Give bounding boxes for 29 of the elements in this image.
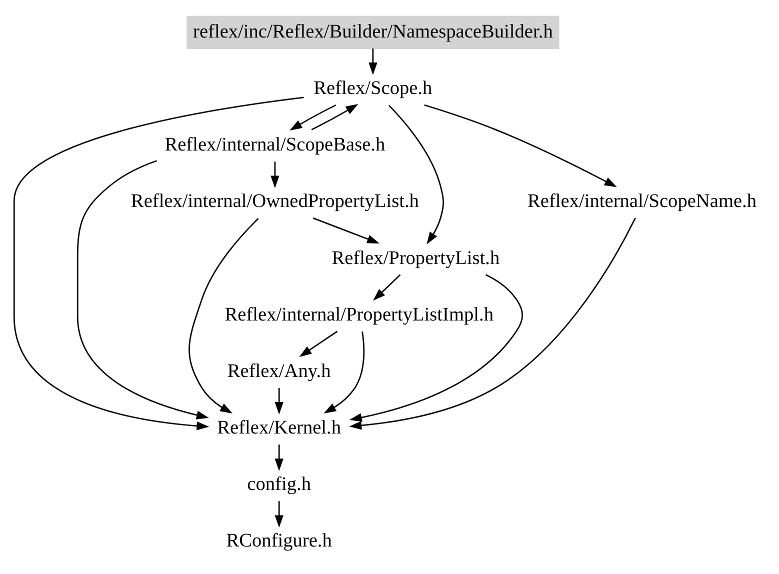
node-text: Reflex/PropertyList.h (332, 248, 500, 269)
arrow (13, 96, 304, 430)
arrow (324, 332, 365, 414)
arrow (290, 104, 336, 131)
node-text: Reflex/internal/ScopeBase.h (164, 134, 386, 156)
arrow (311, 104, 358, 130)
arrow (349, 274, 524, 422)
arrow (368, 48, 378, 75)
arrow (270, 162, 280, 188)
arrow (349, 218, 636, 430)
arrow (274, 501, 284, 528)
arrow (388, 104, 444, 244)
arrow (76, 160, 209, 420)
arrow (274, 444, 284, 472)
node-text: config.h (247, 474, 312, 496)
arrow (299, 330, 338, 357)
node-text: Reflex/Scope.h (314, 78, 432, 100)
arrow (188, 218, 259, 414)
arrow (274, 388, 284, 414)
node-text: Reflex/Any.h (227, 360, 331, 382)
node-text: Reflex/internal/ScopeName.h (528, 191, 757, 212)
arrow (373, 274, 401, 301)
node-text: Reflex/internal/PropertyListImpl.h (224, 304, 494, 326)
node-text: RConfigure.h (226, 530, 332, 552)
node-text: Reflex/internal/OwnedPropertyList.h (130, 191, 419, 212)
node-text: Reflex/Kernel.h (217, 418, 342, 439)
arrow (424, 104, 617, 188)
arrow (312, 217, 380, 244)
node-box: reflex/inc/Reflex/Builder/NamespaceBuilder.h (186, 16, 560, 49)
